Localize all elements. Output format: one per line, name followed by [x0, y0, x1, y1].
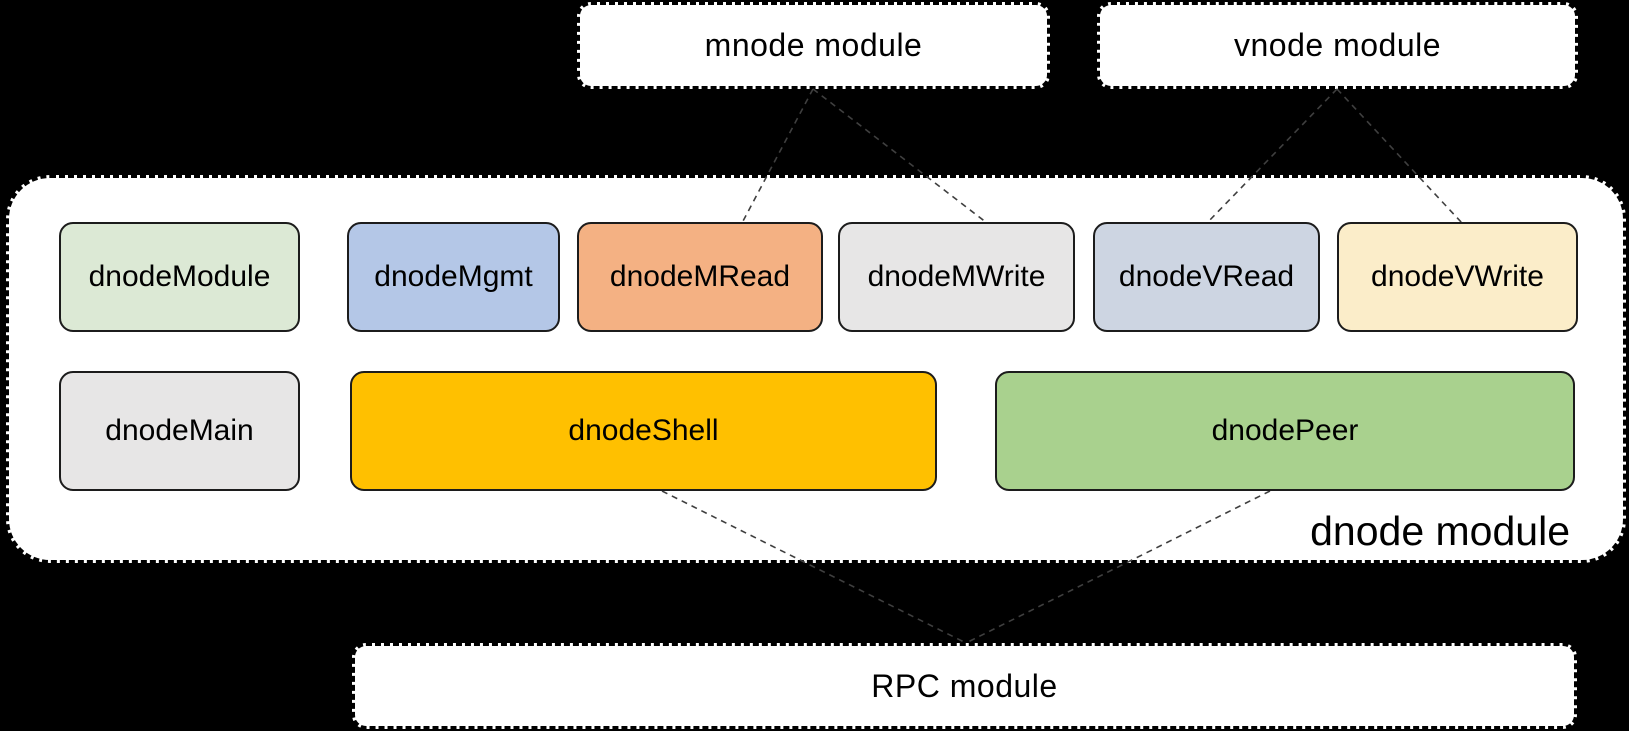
box-dnodeVWrite-label: dnodeVWrite	[1371, 260, 1544, 293]
box-dnodeMain-label: dnodeMain	[105, 414, 254, 447]
mnode-module-label: mnode module	[704, 27, 923, 63]
box-dnodeVRead-label: dnodeVRead	[1118, 260, 1295, 293]
dnode-module-label-text: dnode module	[1310, 507, 1570, 554]
rpc-module-box: RPC module	[352, 643, 1577, 729]
box-dnodeMgmt: dnodeMgmt	[347, 222, 560, 332]
box-dnodeMRead-label: dnodeMRead	[609, 260, 791, 293]
box-dnodePeer: dnodePeer	[995, 371, 1575, 491]
vnode-module-box: vnode module	[1097, 2, 1578, 89]
vnode-module-label: vnode module	[1233, 27, 1442, 63]
box-dnodeModule: dnodeModule	[59, 222, 300, 332]
box-dnodeMgmt-label: dnodeMgmt	[374, 260, 533, 293]
box-dnodePeer-label: dnodePeer	[1211, 414, 1359, 447]
box-dnodeShell-label: dnodeShell	[568, 414, 719, 447]
box-dnodeVRead: dnodeVRead	[1093, 222, 1320, 332]
mnode-module-box: mnode module	[577, 2, 1050, 89]
box-dnodeMRead: dnodeMRead	[577, 222, 823, 332]
rpc-module-label: RPC module	[871, 667, 1058, 704]
box-dnodeMWrite: dnodeMWrite	[838, 222, 1075, 332]
box-dnodeShell: dnodeShell	[350, 371, 937, 491]
dnode-module-label: dnode module	[1100, 506, 1570, 556]
box-dnodeVWrite: dnodeVWrite	[1337, 222, 1578, 332]
box-dnodeModule-label: dnodeModule	[88, 260, 271, 293]
box-dnodeMain: dnodeMain	[59, 371, 300, 491]
box-dnodeMWrite-label: dnodeMWrite	[867, 260, 1046, 293]
